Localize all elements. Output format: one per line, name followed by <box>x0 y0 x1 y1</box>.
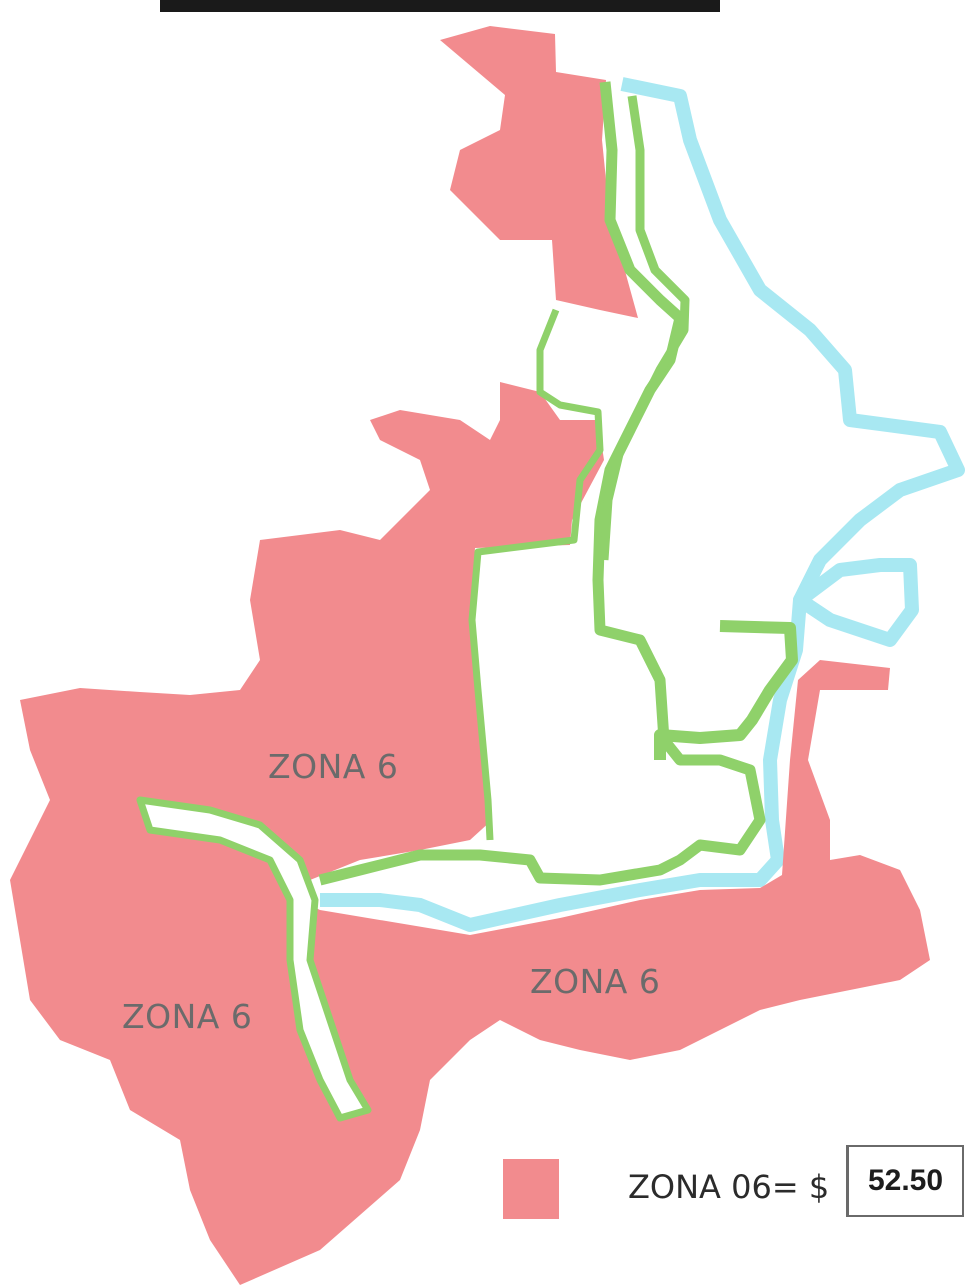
zone-label-south-west: ZONA 6 <box>122 997 252 1036</box>
water-boundary-islands <box>793 558 919 647</box>
zone-6-west-area <box>10 382 930 1285</box>
zone-6-north-area <box>440 26 638 318</box>
cropped-title-text <box>160 0 720 12</box>
green-boundary-east-block <box>654 620 798 760</box>
white-road-cutout <box>136 796 372 1122</box>
green-boundary-west <box>468 308 604 841</box>
zone-label-north-west: ZONA 6 <box>268 747 398 786</box>
zone-label-south-east: ZONA 6 <box>530 962 660 1001</box>
green-boundary-line-inner <box>599 95 690 561</box>
